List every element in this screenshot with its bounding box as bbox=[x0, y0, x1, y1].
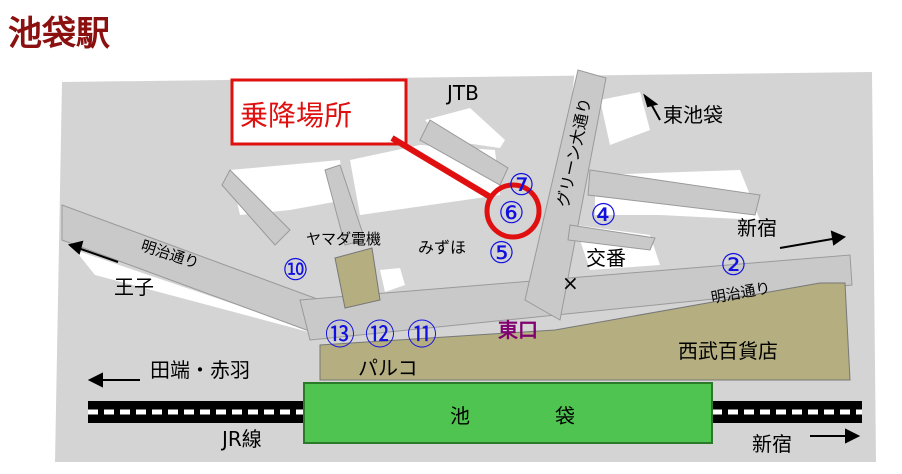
parco-label: パルコ bbox=[358, 356, 418, 380]
stop-5: ⑤ bbox=[488, 236, 515, 271]
callout-pointer bbox=[390, 135, 494, 201]
jr-line-label: JR線 bbox=[220, 427, 262, 451]
stop-12: ⑫ bbox=[365, 318, 395, 353]
stop-13: ⑬ bbox=[325, 318, 355, 353]
station-label-2: 袋 bbox=[555, 404, 575, 428]
stop-11: ⑪ bbox=[407, 318, 437, 353]
pickup-circle bbox=[484, 182, 542, 240]
tabata-label: 田端・赤羽 bbox=[150, 358, 250, 382]
railway-tracks bbox=[88, 401, 862, 423]
shinjuku-top-label: 新宿 bbox=[737, 216, 777, 240]
oji-label: 王子 bbox=[114, 275, 154, 299]
higashiguchi-label: 東口 bbox=[498, 318, 538, 342]
stop-numbers: ⑦ ⑥ ④ ⑤ ② ⑩ ⑬ ⑫ ⑪ bbox=[282, 168, 747, 353]
page-title: 池袋駅 bbox=[8, 14, 110, 54]
yamada-block bbox=[334, 247, 381, 309]
koban-label: 交番 bbox=[586, 246, 626, 270]
stop-10: ⑩ bbox=[282, 253, 309, 288]
station-label-1: 池 bbox=[450, 404, 470, 428]
station-building bbox=[303, 382, 713, 444]
stop-4: ④ bbox=[590, 198, 617, 233]
jtb-label: JTB bbox=[445, 81, 479, 105]
callout-text: 乗降場所 bbox=[240, 99, 352, 132]
stop-7: ⑦ bbox=[508, 168, 535, 203]
shinjuku-bottom-label: 新宿 bbox=[752, 432, 792, 456]
roads bbox=[61, 69, 853, 341]
callout-box bbox=[230, 78, 408, 146]
yamada-label: ヤマダ電機 bbox=[306, 230, 381, 248]
direction-arrows bbox=[67, 93, 861, 444]
mizuho-label: みずほ bbox=[418, 238, 466, 257]
stop-2: ② bbox=[720, 248, 747, 283]
seibu-label: 西武百貨店 bbox=[678, 339, 778, 363]
stop-6: ⑥ bbox=[498, 196, 525, 231]
higashi-ikebukuro-label: 東池袋 bbox=[663, 103, 723, 127]
koban-x-mark: × bbox=[562, 271, 579, 295]
parco-seibu-block bbox=[319, 282, 851, 381]
